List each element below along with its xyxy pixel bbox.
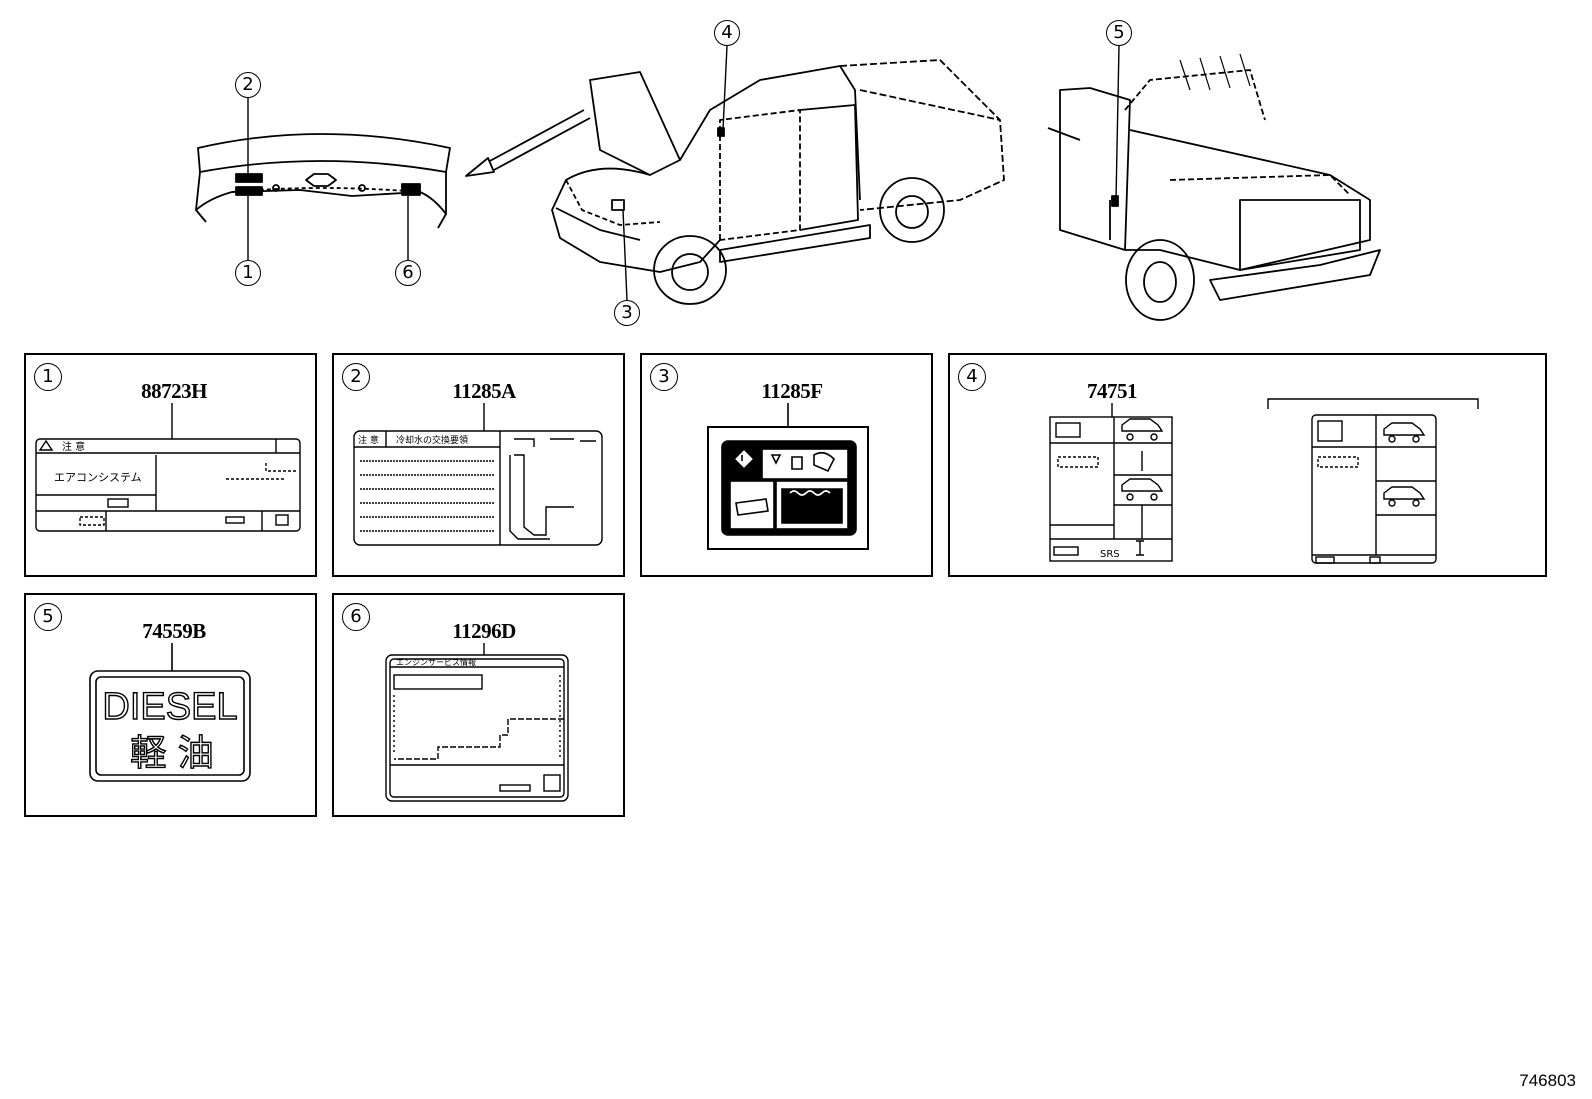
keiyu-text: 軽 油 [130, 733, 213, 774]
part-code: 88723H [141, 379, 207, 403]
aircon-label-drawing: 注 意 エアコンシステム [35, 403, 301, 532]
warning-pictogram-label [707, 403, 869, 550]
vehicle-illustrations [195, 45, 1381, 321]
hood-underside-drawing [195, 133, 451, 229]
panel-number: 3 [650, 363, 678, 391]
part-code: 11285A [452, 379, 516, 403]
callout-2: 2 [235, 72, 261, 98]
srs-airbag-labels-drawing: SRS [1049, 398, 1479, 564]
callout-3: 3 [614, 300, 640, 326]
diagram-id: 746803 [1519, 1071, 1576, 1090]
callout-5: 5 [1106, 20, 1132, 46]
part-code: 11285F [761, 379, 823, 403]
panel-5: 5 74559B DIESEL 軽 油 [24, 593, 317, 817]
diesel-text: DIESEL [102, 686, 237, 728]
part-code: 74751 [1087, 379, 1138, 403]
part-code: 11296D [452, 619, 516, 643]
label-coolant-text: 冷却水の交換要領 [396, 434, 468, 446]
panel-number: 2 [342, 363, 370, 391]
panel-number: 5 [34, 603, 62, 631]
engine-service-text: エンジンサービス情報 [396, 657, 476, 667]
panel-3: 3 11285F [640, 353, 933, 577]
callout-4: 4 [714, 20, 740, 46]
callout-6: 6 [395, 260, 421, 286]
panel-4: 4 74751 [948, 353, 1547, 577]
label-caution-text: 注 意 [62, 440, 85, 453]
panel-number: 1 [34, 363, 62, 391]
panel-6: 6 11296D エンジンサービス情報 [332, 593, 625, 817]
coolant-label-drawing: 注 意 冷却水の交換要領 [353, 403, 603, 546]
rear-truck-drawing [1047, 53, 1381, 321]
panel-number: 6 [342, 603, 370, 631]
label-aircon-text: エアコンシステム [54, 471, 142, 484]
leader-lines [247, 45, 1120, 301]
part-code: 74559B [142, 619, 206, 643]
callout-1: 1 [235, 260, 261, 286]
front-truck-drawing [551, 59, 1005, 305]
panel-2: 2 11285A 注 意 冷却水の交換要領 [332, 353, 625, 577]
engine-service-label-drawing: エンジンサービス情報 [385, 643, 569, 802]
label-caution-text: 注 意 [358, 434, 379, 446]
direction-arrow [465, 109, 591, 177]
diesel-label-drawing: DIESEL 軽 油 [89, 643, 251, 782]
panel-number: 4 [958, 363, 986, 391]
srs-text: SRS [1100, 549, 1120, 560]
panel-1: 1 88723H 注 意 エアコンシステム [24, 353, 317, 577]
